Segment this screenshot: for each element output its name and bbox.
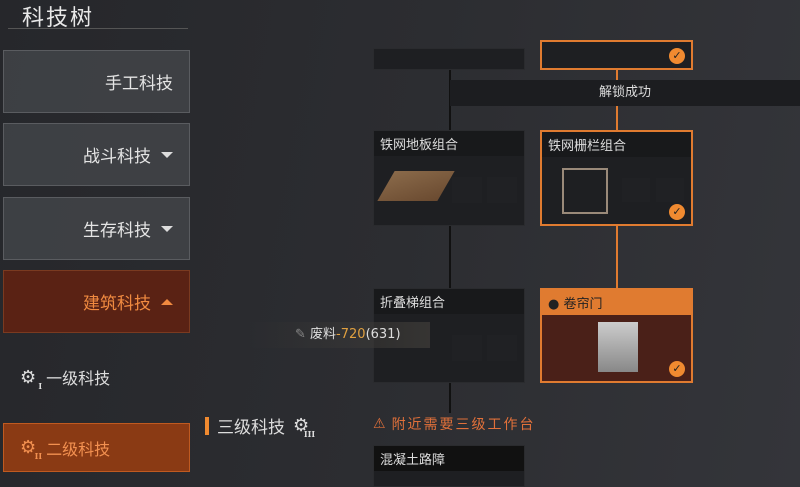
category-label: 生存科技 — [83, 221, 151, 241]
category-label: 手工科技 — [105, 74, 173, 94]
check-icon: ✓ — [669, 361, 685, 377]
page-title: 科技树 — [22, 6, 95, 31]
item-thumbnail — [377, 171, 455, 201]
check-icon: ✓ — [669, 204, 685, 220]
warning-message: ⚠附近需要三级工作台 — [373, 414, 536, 434]
subcategory-label: 一级科技 — [46, 369, 111, 388]
item-thumbnail — [487, 335, 517, 361]
tree-connector — [449, 383, 451, 413]
caret-down-icon — [161, 151, 173, 158]
gear-icon: ⚙I — [20, 366, 43, 391]
level-badge: III — [303, 429, 316, 439]
heading-bar — [205, 416, 209, 435]
category-survival[interactable]: 生存科技 — [3, 197, 190, 260]
category-label: 战斗科技 — [83, 147, 151, 167]
gear-icon: ⚙II — [20, 437, 43, 461]
level-badge: II — [34, 451, 43, 461]
tree-connector-unlocked — [616, 226, 618, 288]
card-title: ● 卷帘门 — [542, 290, 691, 315]
item-thumbnail — [452, 177, 482, 203]
item-thumbnail — [656, 178, 684, 202]
cost-value: -720 — [336, 327, 366, 342]
card-title: 铁网栅栏组合 — [542, 132, 691, 157]
caret-up-icon — [161, 298, 173, 305]
level-badge: I — [38, 380, 43, 391]
warning-icon: ⚠ — [373, 416, 388, 432]
item-thumbnail — [487, 177, 517, 203]
section-heading: 三级科技 ⚙III — [205, 413, 316, 439]
tech-card[interactable]: ✓ — [540, 40, 693, 70]
tech-card[interactable]: 混凝土路障 — [373, 445, 525, 487]
unlock-success-banner: 解锁成功 — [450, 80, 800, 106]
category-building[interactable]: 建筑科技 — [3, 270, 190, 333]
card-title: 折叠梯组合 — [374, 289, 524, 314]
owned-value: (631) — [365, 327, 401, 342]
scrap-icon: ✎ — [295, 327, 311, 342]
item-thumbnail — [452, 335, 482, 361]
gear-icon: ⚙III — [293, 415, 316, 439]
tech-card[interactable]: 铁网栅栏组合 ✓ — [540, 130, 693, 226]
card-title: 铁网地板组合 — [374, 131, 524, 156]
divider — [8, 28, 188, 29]
cost-tooltip: ✎ 废料-720(631) — [250, 322, 430, 348]
caret-down-icon — [161, 225, 173, 232]
item-thumbnail — [622, 178, 650, 202]
lock-icon: ● — [548, 297, 564, 312]
check-icon: ✓ — [669, 48, 685, 64]
tech-card-selected[interactable]: ● 卷帘门 ✓ — [540, 288, 693, 383]
tech-card[interactable]: 铁网地板组合 — [373, 130, 525, 226]
tree-connector — [449, 226, 451, 288]
category-handcraft[interactable]: 手工科技 — [3, 50, 190, 113]
category-combat[interactable]: 战斗科技 — [3, 123, 190, 186]
subcategory-label: 二级科技 — [46, 439, 111, 459]
item-thumbnail — [562, 168, 608, 214]
item-thumbnail — [598, 322, 638, 372]
category-label: 建筑科技 — [83, 294, 151, 314]
tech-card[interactable] — [373, 48, 525, 70]
card-title: 混凝土路障 — [374, 446, 524, 471]
warning-text: 附近需要三级工作台 — [391, 417, 536, 433]
section-title: 三级科技 — [217, 418, 285, 438]
card-title-text: 卷帘门 — [563, 297, 603, 312]
cost-label: 废料 — [310, 327, 337, 342]
